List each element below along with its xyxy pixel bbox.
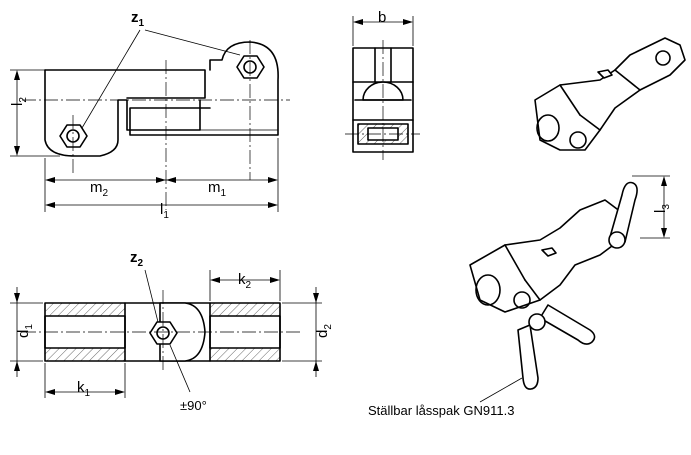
label-m1: m1 [208,179,227,199]
label-l1: l1 [160,201,169,221]
label-d2: d2 [314,324,334,338]
label-z1: z1 [131,9,145,29]
isometric-view-top [534,37,686,151]
label-d1: d1 [15,324,35,338]
label-z2: z2 [130,249,144,269]
front-view: z1 l2 m2 m1 l1 [9,9,290,221]
label-l3: l3 [652,204,672,213]
label-rotation: ±90° [180,398,207,413]
caption-gn911: Ställbar låsspak GN911.3 [368,403,514,418]
label-k2: k2 [238,271,252,291]
isometric-view-levers: l3 Ställbar låsspak GN911.3 [368,175,672,418]
side-view: b [345,9,420,160]
label-b: b [378,9,386,26]
label-l2: l2 [9,97,29,106]
label-m2: m2 [90,179,109,199]
label-k1: k1 [77,379,91,399]
top-view: z2 d1 d2 k1 k2 ±90° [10,249,334,413]
